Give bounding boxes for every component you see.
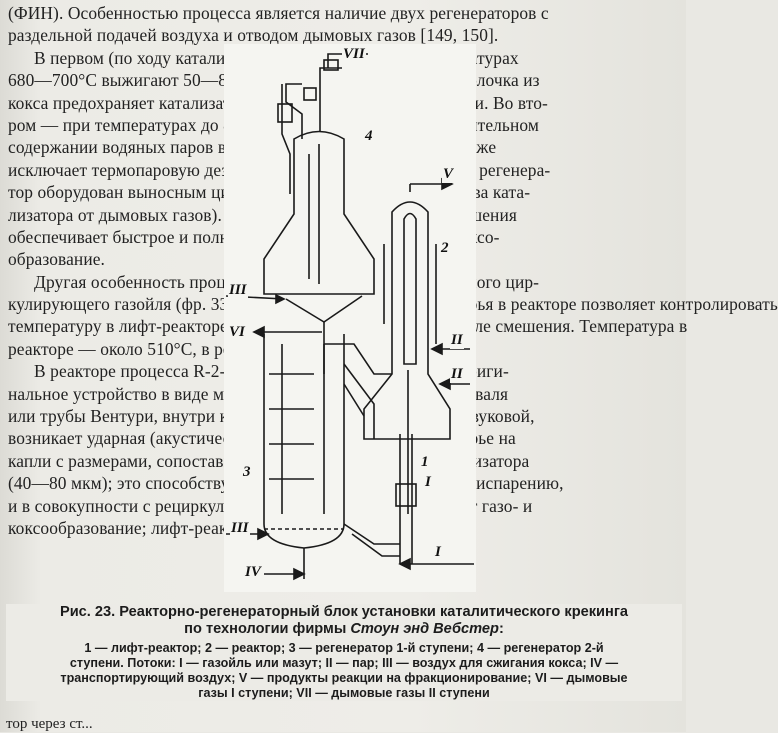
caption-title-line1: Рис. 23. Реакторно-регенераторный блок у… xyxy=(59,604,629,620)
label-i-bottom: I xyxy=(434,544,442,561)
figure-caption: Рис. 23. Реакторно-регенераторный блок у… xyxy=(6,604,682,701)
reactor-regenerator-figure: VII V III VI II II III IV I I 1 2 3 4 xyxy=(224,44,476,592)
caption-title-suffix: : xyxy=(498,621,504,637)
legend-line: газы I ступени; VII — дымовые газы II ст… xyxy=(198,686,490,700)
label-1: 1 xyxy=(420,454,430,471)
caption-title: Рис. 23. Реакторно-регенераторный блок у… xyxy=(6,604,682,638)
label-iv: IV xyxy=(244,564,262,581)
text-line: раздельной подачей воздуха и отводом дым… xyxy=(8,25,499,46)
legend-line: ступени. Потоки: I — газойль или мазут; … xyxy=(69,656,619,670)
label-v: V xyxy=(442,166,455,183)
label-vii: VII xyxy=(342,46,366,63)
air-inlet-top xyxy=(225,293,363,374)
label-ii-b: II xyxy=(450,366,464,383)
cut-off-line: тор через ст... xyxy=(6,716,93,732)
flue-gas-outlet xyxy=(252,325,322,339)
transport-air-inlet xyxy=(264,567,306,581)
regenerator-1-stage xyxy=(263,334,345,579)
label-vi: VI xyxy=(228,324,246,341)
label-iii-bottom: III xyxy=(230,520,250,537)
caption-legend: 1 — лифт-реактор; 2 — реактор; 3 — реген… xyxy=(6,641,682,701)
label-4: 4 xyxy=(364,128,374,145)
lift-reactor xyxy=(343,434,474,571)
legend-line: 1 — лифт-реактор; 2 — реактор; 3 — реген… xyxy=(84,641,604,655)
label-ii-a: II xyxy=(450,332,464,349)
text-line: (ФИН). Особенностью процесса является на… xyxy=(8,3,549,23)
label-iii-top: III xyxy=(228,282,248,299)
catalyst-transfer-lines xyxy=(324,343,392,439)
steam-inlets xyxy=(430,342,470,391)
legend-line: транспортирующий воздух; V — продукты ре… xyxy=(60,671,628,685)
label-2: 2 xyxy=(440,240,450,257)
label-i-right: I xyxy=(424,474,432,491)
text-line: образование. xyxy=(8,249,106,270)
caption-title-line2: по технологии фирмы xyxy=(184,621,351,637)
text-line: коксообразование; лифт-реактор ... xyxy=(8,517,271,538)
label-3: 3 xyxy=(242,464,252,481)
regenerator-2-stage xyxy=(263,53,375,295)
caption-firm-name: Стоун энд Вебстер xyxy=(350,621,499,637)
apparatus-drawing xyxy=(225,53,474,581)
reactor xyxy=(363,177,454,514)
